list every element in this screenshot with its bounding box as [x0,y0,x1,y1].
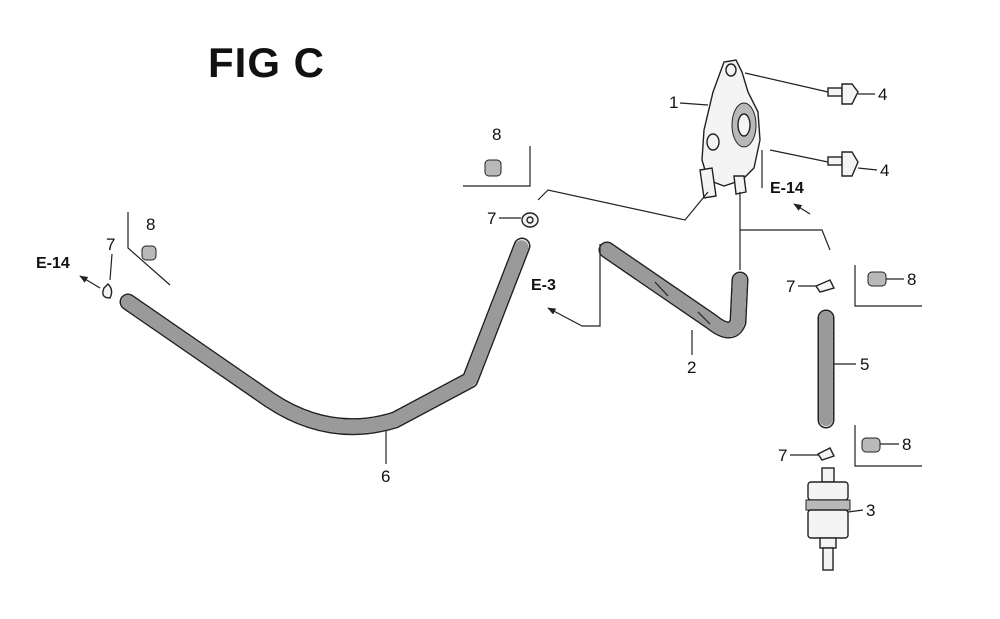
callout-7-clip-mid: 7 [487,209,496,228]
callout-1-pump: 1 [669,93,678,112]
clip-right-upper [814,279,836,293]
callout-8-clamp-right-upper: 8 [907,270,916,289]
callout-5-hose-straight: 5 [860,355,869,374]
callout-2-hose-short: 2 [687,358,696,377]
ref-e3: E-3 [531,277,556,294]
callout-8-clamp-right-lower: 8 [902,435,911,454]
hose-long [119,237,531,436]
clamp-left [141,245,157,261]
callout-8-clamp-left: 8 [146,215,155,234]
clamp-right-upper [867,271,887,287]
callout-6-hose-long: 6 [381,467,390,486]
leader-line [857,167,878,171]
group-bracket [127,146,922,467]
callout-4-bolt-upper: 4 [878,85,887,104]
clip-left [102,283,113,299]
leader-line [679,102,709,106]
leader-line [109,253,113,281]
clamp-mid [484,159,502,177]
reference-lines [79,189,831,327]
callout-7-clip-right-upper: 7 [786,277,795,296]
figure-title: FIG C [208,39,325,86]
clip-mid [521,212,539,228]
ref-e14-left: E-14 [36,255,70,272]
bolt-lower [769,149,859,177]
leader-line [847,509,864,513]
fuel-filter [805,467,851,571]
callout-8-clamp-mid: 8 [492,125,501,144]
fuel-pump [699,59,761,199]
ref-e14-right: E-14 [770,180,804,197]
hose-short [598,241,749,339]
callout-4-bolt-lower: 4 [880,161,889,180]
callout-7-clip-right-lower: 7 [778,446,787,465]
clamp-right-lower [861,437,881,453]
bolt-upper [744,72,859,105]
callout-7-clip-left: 7 [106,235,115,254]
clip-right-lower [816,447,835,461]
callout-3-filter: 3 [866,501,875,520]
